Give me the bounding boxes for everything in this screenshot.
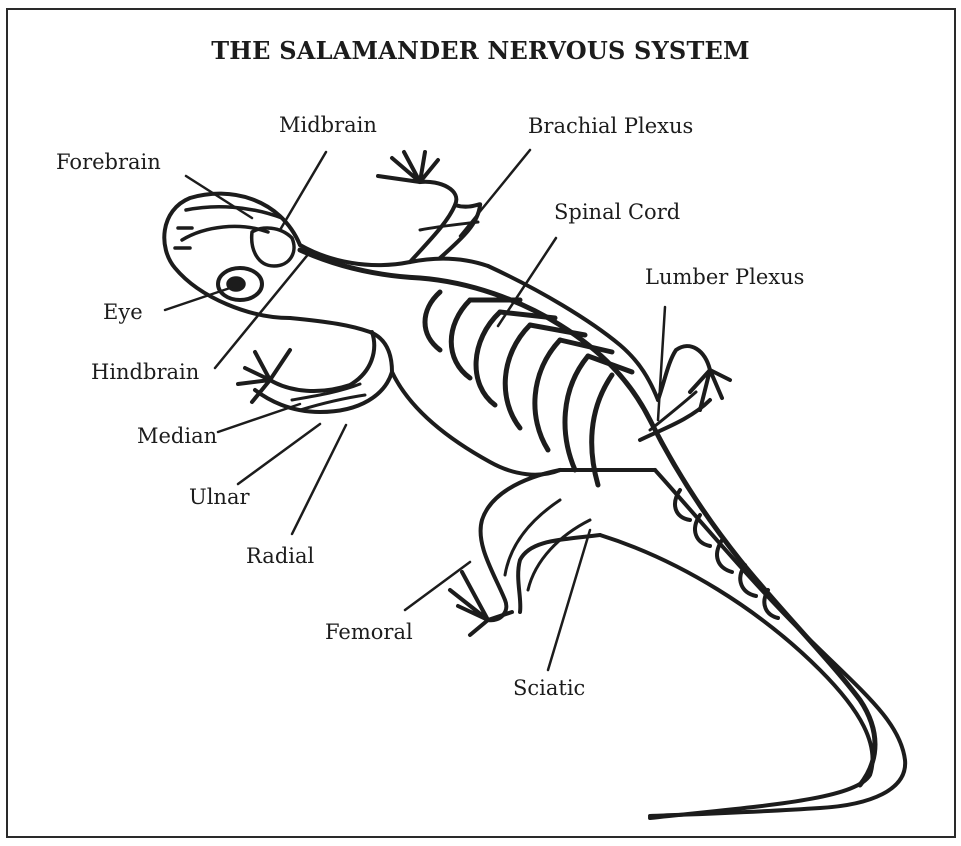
front-right-limb — [378, 152, 480, 262]
label-ulnar: Ulnar — [189, 485, 250, 509]
front-left-limb — [238, 332, 392, 412]
label-lumber-plexus: Lumber Plexus — [645, 265, 804, 289]
label-spinal-cord: Spinal Cord — [554, 200, 680, 224]
label-sciatic: Sciatic — [513, 676, 585, 700]
label-midbrain: Midbrain — [279, 113, 377, 137]
label-eye: Eye — [103, 300, 143, 324]
spinal-cord — [300, 250, 875, 785]
hind-left-limb — [450, 470, 600, 635]
ribs — [425, 292, 632, 485]
label-femoral: Femoral — [325, 620, 413, 644]
label-hindbrain: Hindbrain — [91, 360, 199, 384]
label-forebrain: Forebrain — [56, 150, 161, 174]
label-brachial-plexus: Brachial Plexus — [528, 114, 693, 138]
label-radial: Radial — [246, 544, 314, 568]
label-median: Median — [137, 424, 217, 448]
